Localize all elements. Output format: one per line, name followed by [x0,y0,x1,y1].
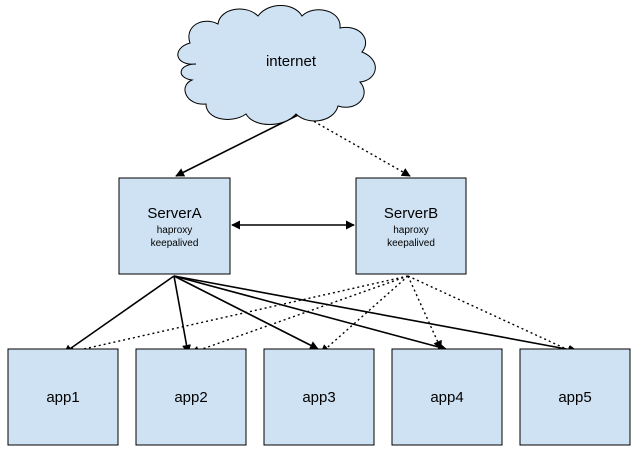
connections-layer [63,113,578,356]
edge-server-a-to-app5 [173,275,578,354]
internet-cloud: internet [177,5,376,125]
cloud-icon [177,5,376,125]
server-b-line1: haproxy [393,225,429,236]
server-a-name: ServerA [147,205,201,222]
edge-server-b-to-app3 [320,275,409,354]
app1-box: app1 [7,348,119,446]
server-a-line2: keepalived [151,238,199,249]
app2-label: app2 [174,389,207,406]
edge-server-a-to-app4 [173,275,447,352]
edge-server-a-to-app1 [63,275,175,354]
edge-server-a-to-app2 [173,275,191,354]
app3-box: app3 [263,348,375,446]
edge-server-b-to-app5 [407,275,576,354]
edge-server-b-to-app4 [407,275,442,350]
app1-label: app1 [46,389,79,406]
app5-label: app5 [558,389,591,406]
server-b-name: ServerB [384,205,438,222]
app4-box: app4 [391,348,503,446]
edge-server-b-to-app1 [65,275,409,356]
server-b-box: ServerB haproxy keepalived [355,177,467,275]
server-b-line2: keepalived [387,238,435,249]
app4-label: app4 [430,389,463,406]
server-a-line1: haproxy [157,225,193,236]
server-a-box: ServerA haproxy keepalived [118,177,231,275]
edge-server-b-to-app2 [190,275,409,355]
edge-internet-to-server-a [175,113,301,177]
app2-box: app2 [135,348,247,446]
internet-label: internet [266,53,317,70]
app3-label: app3 [302,389,335,406]
app5-box: app5 [519,348,631,446]
edge-internet-to-server-b [300,113,411,177]
